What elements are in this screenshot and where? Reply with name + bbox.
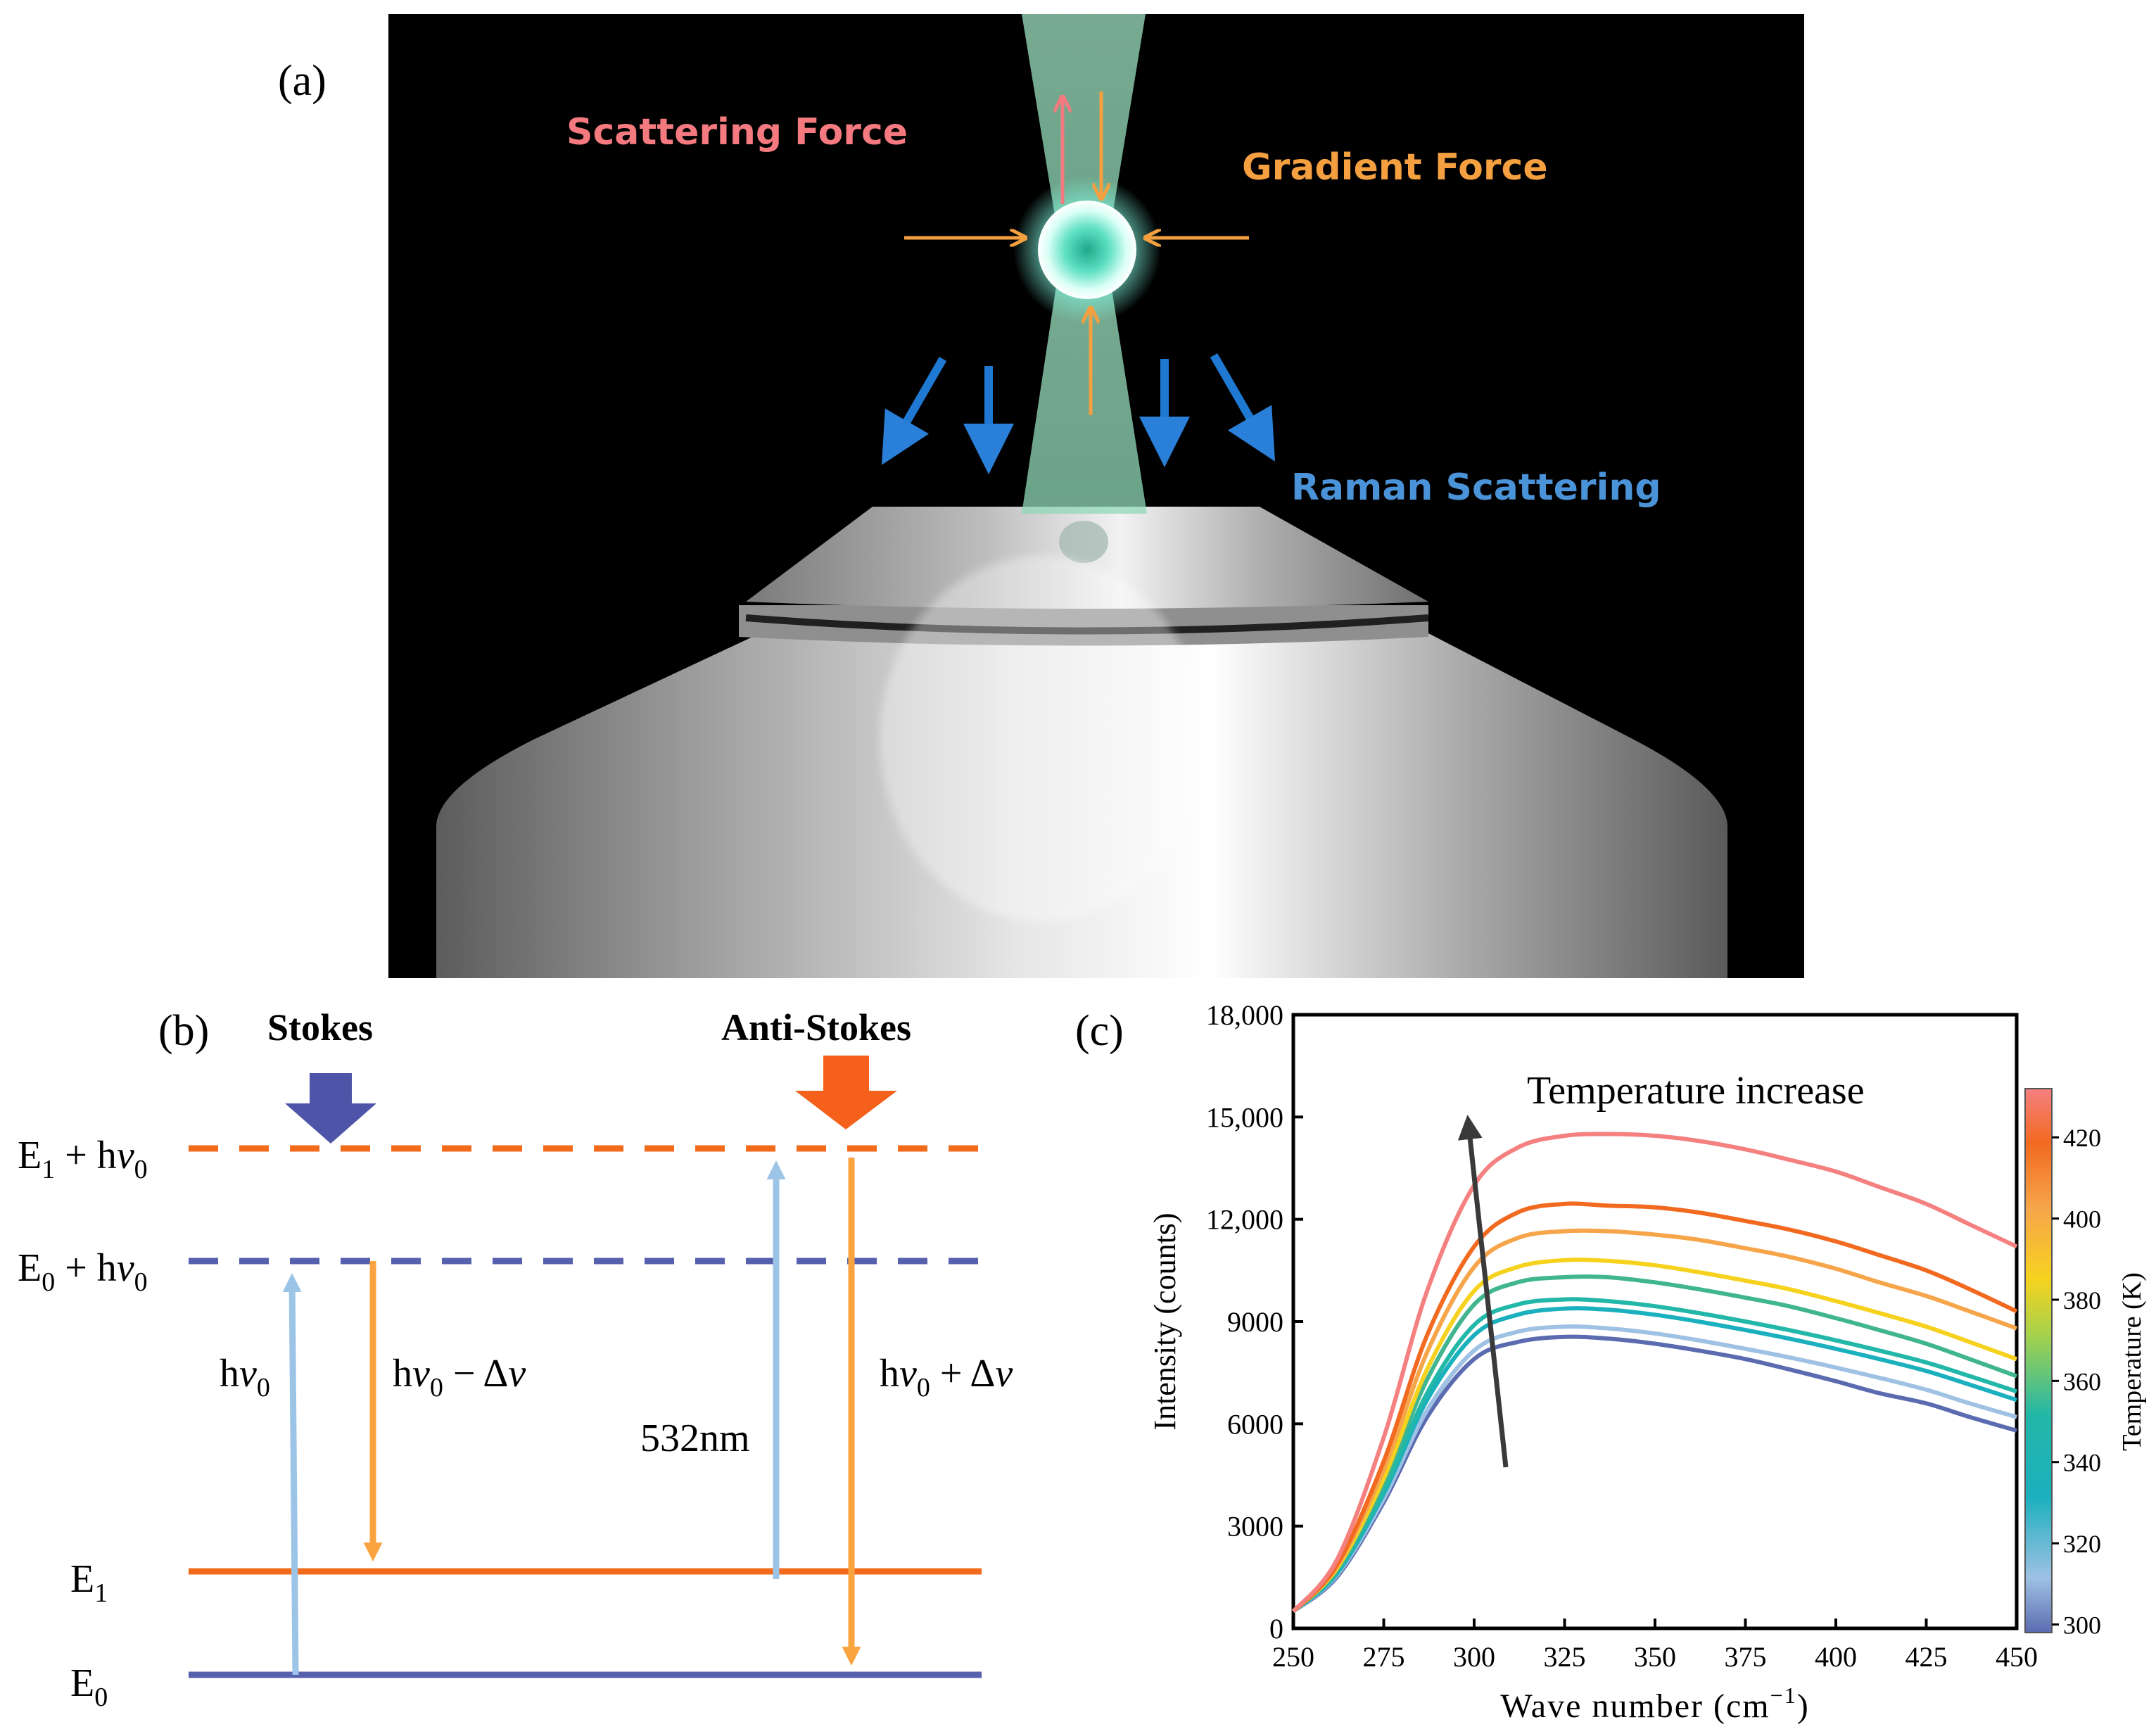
x-tick-label: 350	[1634, 1641, 1676, 1673]
series-layer	[1291, 1132, 2018, 1614]
colorbar-tick-label: 320	[2063, 1530, 2101, 1558]
panel-b-label: (b)	[158, 1007, 209, 1055]
trapped-particle	[1038, 201, 1136, 299]
label-hv0-plus: hν0 + Δν	[880, 1352, 1013, 1402]
colorbar-tick-label: 340	[2063, 1449, 2101, 1477]
y-tick-label: 0	[1269, 1613, 1283, 1645]
colorbar-tick-label: 380	[2063, 1286, 2101, 1315]
colorbar-title: Temperature (K)	[2117, 1272, 2147, 1451]
anti-stokes-label: Anti-Stokes	[721, 1006, 911, 1049]
colorbar-ticks: 420 400 380 360 340 320 300	[2052, 1124, 2101, 1639]
series-line-7	[1291, 1228, 2018, 1613]
colorbar-tick-label: 300	[2063, 1611, 2101, 1639]
colorbar-tick-label: 400	[2063, 1205, 2101, 1234]
label-e0-virtual: E0 + hν0	[18, 1246, 148, 1297]
chart-plot-area: 0 3000 6000 9000 12,000 15,000 18,000 250 275 30…	[1206, 999, 2038, 1673]
x-tick-label: 325	[1544, 1641, 1586, 1673]
colorbar	[2024, 1088, 2053, 1633]
x-tick-label: 425	[1905, 1641, 1948, 1673]
label-e1: E1	[70, 1557, 108, 1608]
objective-highlight	[880, 556, 1203, 922]
y-axis-ticks: 0 3000 6000 9000 12,000 15,000 18,000	[1206, 999, 1303, 1645]
y-tick-label: 9000	[1227, 1306, 1283, 1338]
panel-b: (b) Stokes Anti-Stokes E1 + hν0 E0 + hν0…	[18, 1006, 1013, 1712]
panel-a: (a) Scattering Force Gradient Force Rama…	[278, 14, 1804, 978]
raman-arrow-4	[1210, 353, 1275, 462]
y-tick-label: 12,000	[1206, 1204, 1283, 1236]
x-axis-ticks: 250 275 300 325 350 375 400 425 450	[1272, 1619, 2038, 1673]
series-line-6	[1291, 1258, 2018, 1613]
y-axis-title: Intensity (counts)	[1148, 1212, 1182, 1430]
objective-tip	[1059, 521, 1108, 563]
series-line-5	[1291, 1274, 2018, 1614]
label-e0: E0	[70, 1661, 108, 1712]
y-tick-label: 3000	[1227, 1511, 1283, 1543]
anti-stokes-arrow	[795, 1056, 897, 1129]
y-tick-label: 6000	[1227, 1408, 1283, 1440]
temperature-increase-arrow	[1457, 1115, 1509, 1468]
series-line-4	[1291, 1297, 2017, 1614]
series-line-9	[1291, 1132, 2018, 1613]
y-tick-label: 15,000	[1206, 1101, 1283, 1133]
laser-beam-lower	[1022, 253, 1147, 514]
label-532nm: 532nm	[640, 1417, 750, 1460]
stokes-arrow	[285, 1073, 376, 1144]
temperature-increase-label: Temperature increase	[1527, 1069, 1865, 1113]
label-hv0-minus: hν0 − Δν	[393, 1352, 526, 1402]
raman-arrows	[882, 353, 1275, 474]
raman-scattering-label: Raman Scattering	[1291, 467, 1661, 509]
x-tick-label: 400	[1815, 1641, 1857, 1673]
x-tick-label: 250	[1272, 1641, 1314, 1673]
label-e1-virtual: E1 + hν0	[18, 1134, 148, 1184]
objective-lens	[436, 507, 1727, 978]
transition-hv0-up	[282, 1273, 302, 1676]
label-hv0: hν0	[220, 1352, 270, 1402]
colorbar-tick-label: 360	[2063, 1367, 2101, 1395]
y-tick-label: 18,000	[1206, 999, 1283, 1031]
x-tick-label: 450	[1996, 1641, 2038, 1673]
x-tick-label: 275	[1363, 1641, 1405, 1673]
gradient-force-label: Gradient Force	[1242, 146, 1548, 189]
panel-c-label: (c)	[1075, 1007, 1124, 1055]
x-tick-label: 375	[1725, 1641, 1767, 1673]
stokes-label: Stokes	[267, 1006, 373, 1049]
series-line-2	[1292, 1324, 2017, 1614]
panel-a-label: (a)	[278, 57, 326, 105]
raman-arrow-1	[882, 357, 947, 465]
series-line-8	[1291, 1201, 2018, 1613]
colorbar-tick-label: 420	[2063, 1124, 2101, 1152]
x-tick-label: 300	[1453, 1641, 1495, 1673]
scattering-force-label: Scattering Force	[566, 111, 908, 153]
x-axis-title: Wave number (cm−1)	[1500, 1683, 1809, 1725]
